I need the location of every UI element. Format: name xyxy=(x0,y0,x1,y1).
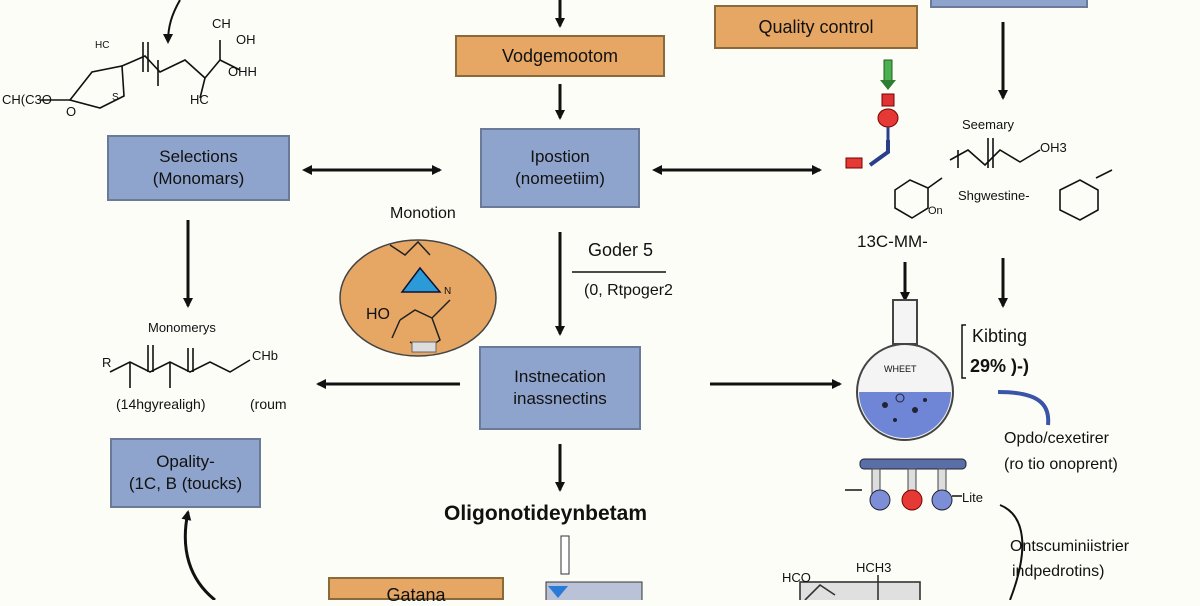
triangle-icon xyxy=(400,266,442,293)
chem-ch3-label: CH(C3O xyxy=(2,92,52,107)
chem-oh-label: OH xyxy=(236,32,256,47)
monomers-label: Monomerys xyxy=(148,320,216,335)
molecule-topleft xyxy=(40,40,241,109)
curve-flask-tube xyxy=(997,390,1051,426)
selections-box: Selections (Monomars) xyxy=(107,135,290,201)
quality-control-box: Quality control xyxy=(714,5,918,49)
quality-control-label: Quality control xyxy=(758,16,874,37)
instnecation-sublabel: inassnectins xyxy=(513,389,607,408)
chem-n-label: N xyxy=(444,286,452,297)
gatana-box: Gatana xyxy=(328,577,504,605)
monotion-ellipse xyxy=(339,239,497,357)
oligo-label: Oligonotideynbetam xyxy=(444,502,648,525)
qc-red-tip xyxy=(845,157,863,169)
chem-hc2-label: HC xyxy=(190,92,209,107)
bottom-tube-icon xyxy=(545,535,643,600)
monotion-tag xyxy=(411,341,437,353)
molecule-monomers xyxy=(109,345,251,388)
kibting-value: 29% )-) xyxy=(970,356,1030,376)
onts-sublabel: indpedrotins) xyxy=(1012,563,1105,580)
bottom-right-molecule xyxy=(799,575,921,600)
flask-icon xyxy=(856,299,954,441)
goder-label: Goder 5 xyxy=(588,240,654,260)
goder-sublabel: (0, Rtpoger2 xyxy=(584,282,673,299)
chem-hc-label: HC xyxy=(95,40,110,51)
top-right-box xyxy=(930,0,1088,8)
chem-oh3-label: OH3 xyxy=(1040,140,1067,155)
molecule-right-top xyxy=(894,138,1113,221)
ipostion-sublabel: (nomeetiim) xyxy=(515,169,605,188)
qc-valve xyxy=(881,93,895,107)
kibting-label: Kibting xyxy=(972,326,1028,346)
qc-tube xyxy=(868,140,890,167)
selections-sublabel: (Monomars) xyxy=(152,169,245,188)
opality-sublabel: (1C, B (toucks) xyxy=(128,474,243,493)
flask-label: WHEET xyxy=(884,364,917,374)
arrow-curve-opality xyxy=(181,510,216,600)
onts-label: Ontscuminiistrier xyxy=(1010,538,1130,555)
qc-green-arrow xyxy=(883,59,893,83)
monomers-sublabel: (14hgyrealigh) xyxy=(116,396,206,412)
opality-box: Opality- (1C, B (toucks) xyxy=(110,438,261,508)
arrow-curve-topleft xyxy=(163,0,181,44)
qc-red-bulb xyxy=(877,108,899,128)
chem-r-label: R xyxy=(102,355,112,370)
shgwestine-label: Shgwestine- xyxy=(958,188,1030,203)
chem-hch3-label: HCH3 xyxy=(856,560,892,575)
lite-label: Lite xyxy=(962,490,983,505)
chem-on-label: On xyxy=(928,205,943,217)
qc-green-arrowhead xyxy=(880,80,896,90)
rack-icon xyxy=(845,458,967,511)
ipostion-label: Ipostion xyxy=(530,147,590,166)
instnecation-box: Instnecation inassnectins xyxy=(479,346,641,430)
vodgemootom-label: Vodgemootom xyxy=(501,45,619,66)
chem-ho-label: HO xyxy=(366,306,390,323)
c13-label: 13C-MM- xyxy=(857,232,928,251)
vodgemootom-box: Vodgemootom xyxy=(455,35,665,77)
chem-o-label: O xyxy=(66,104,77,119)
monotion-label: Monotion xyxy=(390,205,456,222)
chem-ohh-label: OHH xyxy=(228,64,257,79)
selections-label: Selections xyxy=(159,147,238,166)
seemary-label: Seemary xyxy=(962,117,1015,132)
curve-right-bottom xyxy=(999,504,1024,600)
gatana-label: Gatana xyxy=(386,585,446,605)
opality-label: Opality- xyxy=(156,452,215,471)
chem-s-label: S xyxy=(112,92,119,103)
chem-chb-label: CHb xyxy=(252,348,279,363)
opdo-sublabel: (ro tio onoprent) xyxy=(1004,456,1118,473)
kibting-bracket xyxy=(961,324,966,379)
monomers-side-label: (roum xyxy=(250,396,287,412)
instnecation-label: Instnecation xyxy=(514,367,606,386)
opdo-label: Opdo/cexetirer xyxy=(1004,430,1109,447)
chem-hco-label: HCO xyxy=(782,570,811,585)
ipostion-box: Ipostion (nomeetiim) xyxy=(480,128,640,208)
chem-ch-label: CH xyxy=(212,16,231,31)
